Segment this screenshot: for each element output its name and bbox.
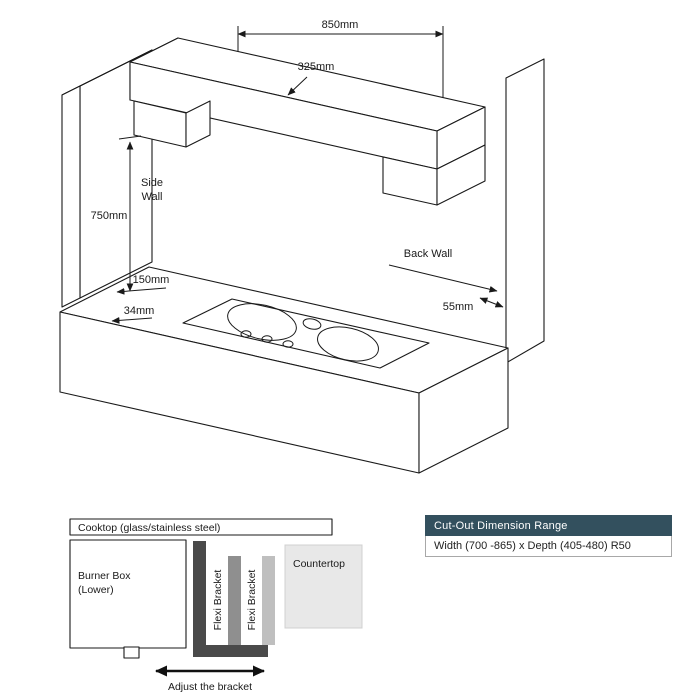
- dim-325-arrow: [287, 76, 308, 96]
- isometric-installation-view: 850mm 325mm Side Wall 750mm Back Wall 55…: [59, 19, 545, 474]
- bracket-light: [262, 556, 275, 645]
- countertop-block: [284, 544, 363, 629]
- adjust-label: Adjust the bracket: [168, 681, 252, 693]
- flexi-bracket-label-2: Flexi Bracket: [246, 570, 258, 631]
- dim-34-label: 34mm: [124, 305, 155, 317]
- knob-2: [261, 335, 273, 343]
- burner-left: [227, 303, 297, 341]
- burner-box-label-line2: (Lower): [78, 584, 114, 596]
- bracket-dark: [193, 541, 268, 657]
- bracket-mid: [228, 556, 241, 645]
- burner-small: [302, 318, 322, 330]
- back-wall-panel: [505, 58, 545, 364]
- bracket-cross-section: Cooktop (glass/stainless steel) Burner B…: [69, 518, 363, 693]
- side-wall-label-line1: Side: [141, 177, 163, 189]
- cooktop-outline: [182, 298, 430, 369]
- dim-750-label: 750mm: [91, 210, 128, 222]
- dim-55-arrow: [479, 297, 504, 308]
- burner-box-label-line1: Burner Box: [78, 570, 131, 582]
- dim-325-label: 325mm: [298, 61, 335, 73]
- cutout-value: Width (700 -865) x Depth (405-480) R50: [425, 536, 672, 557]
- flexi-bracket-label-1: Flexi Bracket: [212, 570, 224, 631]
- dim-850-label: 850mm: [322, 19, 359, 31]
- burner-box-foot: [123, 646, 140, 659]
- countertop-label: Countertop: [293, 558, 345, 570]
- shelf-left-support-side: [185, 100, 211, 148]
- knob-1: [240, 330, 252, 338]
- section-cooktop-label: Cooktop (glass/stainless steel): [78, 522, 220, 534]
- section-cooktop-panel: [69, 518, 333, 536]
- cutout-table: Cut-Out Dimension Range Width (700 -865)…: [425, 515, 672, 557]
- knob-3: [282, 340, 294, 348]
- side-wall-front-edge: [61, 85, 81, 308]
- back-wall-label: Back Wall: [404, 248, 453, 260]
- dim-750-tick: [118, 135, 142, 140]
- burner-right: [317, 326, 379, 362]
- cutout-header: Cut-Out Dimension Range: [425, 515, 672, 536]
- dim-150-label: 150mm: [133, 274, 170, 286]
- back-wall-leader: [388, 264, 498, 293]
- cabinet-right-face: [418, 347, 509, 474]
- side-wall-label-line2: Wall: [142, 191, 163, 203]
- shelf-right-block-side: [436, 144, 486, 206]
- dim-55-label: 55mm: [443, 301, 474, 313]
- burner-box: [69, 539, 187, 649]
- dim-150-arrow: [116, 287, 167, 295]
- dim-34-arrow: [111, 317, 153, 324]
